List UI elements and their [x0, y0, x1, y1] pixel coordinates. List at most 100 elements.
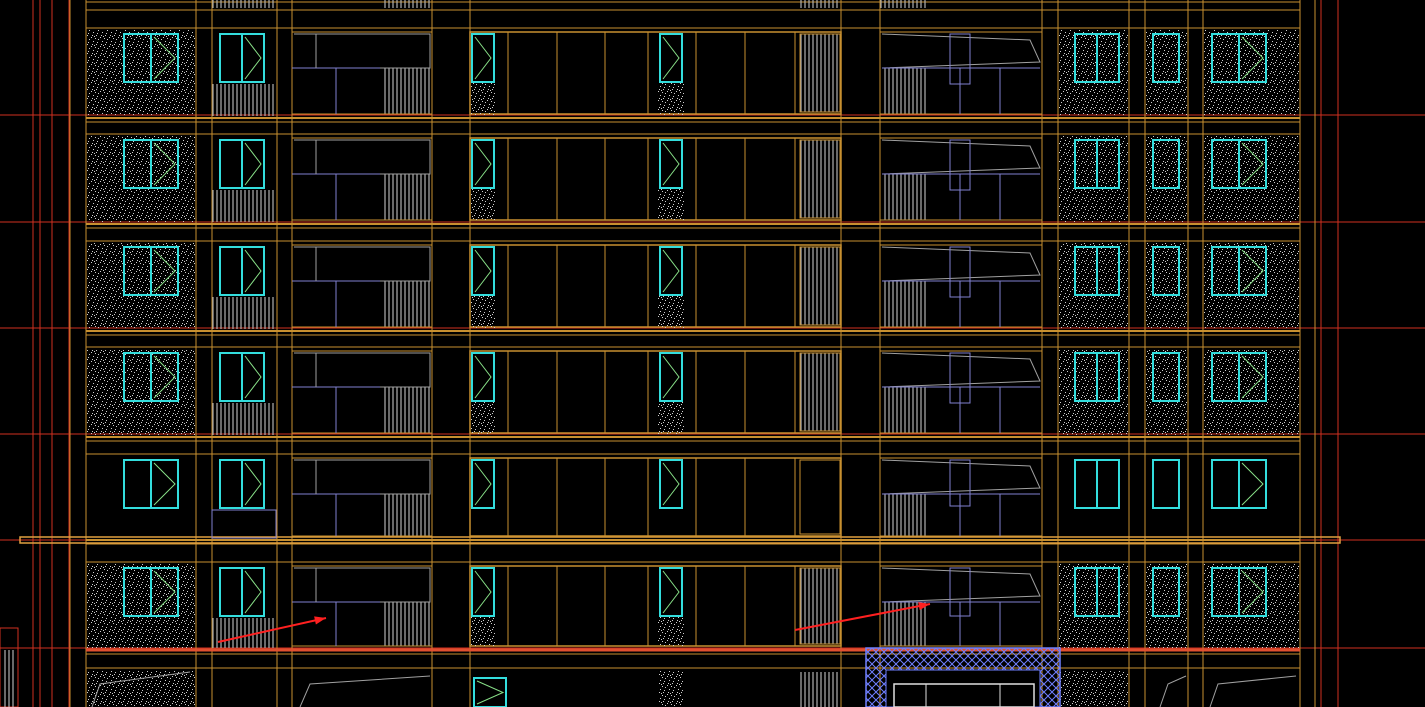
window-stair	[471, 567, 495, 617]
top-floor-hatch	[210, 0, 276, 8]
window-left-opening-mark	[153, 570, 176, 614]
podium-slab	[19, 536, 1341, 544]
balcony-right-glass	[881, 139, 1041, 175]
top-floor-hatch	[880, 0, 928, 8]
curtain-wall-frame	[469, 350, 842, 434]
window-kitchen-opening-mark	[244, 570, 262, 614]
balcony-left-glass	[294, 139, 431, 175]
window-right-c-opening-mark	[1241, 249, 1264, 293]
balcony-right-hatch	[882, 387, 928, 433]
balconies	[91, 31, 1297, 707]
window-stair-opening-mark	[474, 249, 492, 293]
balcony-right-hatch	[882, 174, 928, 220]
curtain-wall-frame	[469, 137, 842, 221]
balcony-right-glass	[881, 352, 1041, 388]
ground-canopy-line	[91, 671, 191, 707]
balcony-right-frame	[879, 350, 1043, 434]
site-edge-hatch	[4, 650, 14, 707]
window-left-opening-mark	[153, 142, 176, 186]
balcony-right-glass	[881, 33, 1041, 69]
annotation-arrow-right-head	[918, 602, 930, 611]
balcony-rail	[211, 509, 277, 539]
window-core-opening-mark	[662, 570, 680, 614]
window-stair-opening-mark	[474, 142, 492, 186]
curtain-wall-frame	[469, 244, 842, 328]
ground-hatch	[800, 672, 840, 707]
window-core-opening-mark	[662, 462, 680, 506]
balcony-right-frame	[879, 244, 1043, 328]
ground-stucco	[659, 670, 683, 707]
balcony-left-hatch	[382, 174, 430, 220]
window-stair-opening-mark	[474, 36, 492, 80]
balcony-left-glass	[294, 352, 431, 388]
balcony-left-glass	[294, 567, 431, 603]
curtain-wall-panel-hatch	[799, 352, 841, 432]
balcony-left-hatch	[382, 281, 430, 327]
curtain-wall-frame	[469, 31, 842, 115]
balcony-right-frame	[879, 137, 1043, 221]
stucco-panel	[1059, 349, 1128, 435]
balcony-right-hatch	[882, 281, 928, 327]
balcony-left-glass	[294, 246, 431, 282]
annotation-arrow-right-shaft	[794, 603, 931, 631]
entrance-door-frame	[893, 683, 1035, 707]
curtain-wall-panel-hatch	[799, 459, 841, 535]
balcony-right-frame	[879, 457, 1043, 537]
window-stair	[471, 33, 495, 83]
entrance-opening	[885, 669, 1041, 707]
balcony-rail-hatch	[212, 84, 276, 116]
stucco-panel	[658, 296, 684, 328]
top-floor-hatch	[800, 0, 840, 8]
window-stair	[471, 352, 495, 402]
window-stair-opening-mark	[474, 355, 492, 399]
balcony-rail-hatch	[212, 190, 276, 222]
balcony-left-frame	[291, 244, 433, 328]
balcony-right-hatch	[882, 68, 928, 114]
stucco-panel	[471, 402, 496, 434]
curtain-wall-panel-hatch	[799, 246, 841, 326]
window-ground-stair-opening-mark	[476, 680, 505, 705]
window-ground-stair	[473, 677, 507, 707]
window-right-c-opening-mark	[1241, 570, 1264, 614]
ground-stucco	[1059, 670, 1128, 707]
window-right-b	[1152, 459, 1180, 509]
balcony-right-glass	[881, 459, 1041, 495]
balcony-left-hatch	[382, 602, 430, 646]
curtain-wall-panel-hatch	[799, 33, 841, 113]
balcony-left-glass	[294, 33, 431, 69]
window-kitchen-opening-mark	[244, 36, 262, 80]
balcony-left-hatch	[382, 387, 430, 433]
balcony-right-frame	[879, 565, 1043, 647]
window-stair	[471, 246, 495, 296]
annotation-arrow-left-shaft	[217, 617, 327, 643]
window-right-c-opening-mark	[1241, 355, 1264, 399]
curtain-wall-panel-hatch	[799, 567, 841, 645]
stucco-panel	[658, 617, 684, 647]
window-right-c-opening-mark	[1241, 142, 1264, 186]
stucco-panel	[1059, 30, 1128, 116]
window-kitchen-opening-mark	[244, 142, 262, 186]
window-core	[659, 459, 683, 509]
stucco-panel	[1059, 564, 1128, 648]
window-kitchen-opening-mark	[244, 249, 262, 293]
window-core	[659, 246, 683, 296]
window-right-b	[1152, 139, 1180, 189]
balcony-left-frame	[291, 565, 433, 647]
top-floor-hatch	[382, 0, 432, 8]
window-stair-opening-mark	[474, 570, 492, 614]
window-core	[659, 139, 683, 189]
window-core-opening-mark	[662, 355, 680, 399]
balcony-rail-hatch	[212, 403, 276, 435]
window-core	[659, 567, 683, 617]
stucco-panel	[1204, 564, 1299, 648]
curtain-wall-frame	[469, 565, 842, 647]
window-left-opening-mark	[153, 36, 176, 80]
stucco-panel	[1059, 243, 1128, 329]
balcony-right-glass	[881, 246, 1041, 282]
window-core	[659, 33, 683, 83]
window-core-opening-mark	[662, 36, 680, 80]
curtain-wall-frame	[469, 457, 842, 537]
stucco-panel	[471, 617, 496, 647]
curtain-wall-panel-hatch	[799, 139, 841, 219]
